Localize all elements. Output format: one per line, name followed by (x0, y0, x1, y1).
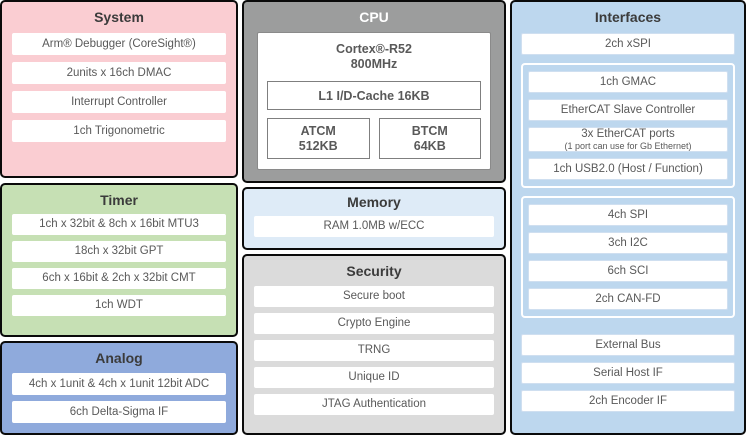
interfaces-block: Interfaces 2ch xSPI 1ch GMAC EtherCAT Sl… (510, 0, 746, 435)
memory-block-title: Memory (347, 194, 401, 210)
security-items: Secure boot Crypto Engine TRNG Unique ID… (244, 281, 504, 421)
system-block: System Arm® Debugger (CoreSight®) 2units… (0, 0, 238, 178)
interfaces-item-encoder-if: 2ch Encoder IF (521, 389, 735, 412)
memory-item-ram: RAM 1.0MB w/ECC (254, 216, 494, 237)
interfaces-items: 2ch xSPI 1ch GMAC EtherCAT Slave Control… (512, 27, 744, 418)
timer-item-cmt: 6ch x 16bit & 2ch x 32bit CMT (12, 268, 226, 289)
system-block-title: System (94, 9, 144, 25)
atcm-size: 512KB (298, 138, 338, 153)
analog-block: Analog 4ch x 1unit & 4ch x 1unit 12bit A… (0, 341, 238, 435)
interfaces-item-gmac: 1ch GMAC (528, 71, 728, 93)
cpu-core-name: Cortex®-R52 (336, 42, 412, 56)
timer-items: 1ch x 32bit & 8ch x 16bit MTU3 18ch x 32… (2, 210, 236, 322)
cpu-btcm-box: BTCM 64KB (378, 118, 481, 159)
cpu-core-frequency: 800MHz (350, 57, 398, 71)
security-block-title: Security (346, 263, 402, 279)
interfaces-item-external-bus: External Bus (521, 333, 735, 356)
cpu-l1-cache-box: L1 I/D-Cache 16KB (267, 81, 481, 110)
system-item-interrupt-controller: Interrupt Controller (12, 91, 226, 113)
interfaces-item-serial-host-if: Serial Host IF (521, 361, 735, 384)
ethercat-ports-note: (1 port can use for Gb Ethernet) (564, 140, 692, 151)
atcm-name: ATCM (300, 123, 336, 138)
system-item-dmac: 2units x 16ch DMAC (12, 62, 226, 84)
analog-item-adc: 4ch x 1unit & 4ch x 1unit 12bit ADC (12, 373, 226, 395)
interfaces-item-sci: 6ch SCI (528, 259, 728, 282)
security-item-secure-boot: Secure boot (254, 286, 494, 307)
interfaces-item-spi: 4ch SPI (528, 203, 728, 226)
interfaces-block-title: Interfaces (594, 9, 662, 25)
system-item-trigonometric: 1ch Trigonometric (12, 120, 226, 142)
btcm-name: BTCM (411, 123, 448, 138)
analog-block-title: Analog (95, 350, 143, 366)
system-items: Arm® Debugger (CoreSight®) 2units x 16ch… (2, 27, 236, 148)
interfaces-item-canfd: 2ch CAN-FD (528, 287, 728, 310)
security-block: Security Secure boot Crypto Engine TRNG … (242, 254, 506, 435)
interfaces-item-i2c: 3ch I2C (528, 231, 728, 254)
analog-item-delta-sigma: 6ch Delta-Sigma IF (12, 401, 226, 423)
system-item-debugger: Arm® Debugger (CoreSight®) (12, 33, 226, 55)
btcm-size: 64KB (413, 138, 446, 153)
interfaces-item-xspi: 2ch xSPI (521, 33, 735, 55)
analog-items: 4ch x 1unit & 4ch x 1unit 12bit ADC 6ch … (2, 368, 236, 429)
interfaces-item-ethercat-slave: EtherCAT Slave Controller (528, 99, 728, 121)
timer-item-mtu3: 1ch x 32bit & 8ch x 16bit MTU3 (12, 214, 226, 235)
ethercat-ports-label: 3x EtherCAT ports (581, 128, 675, 140)
network-interfaces-group: 1ch GMAC EtherCAT Slave Controller 3x Et… (521, 63, 735, 188)
memory-block: Memory RAM 1.0MB w/ECC (242, 187, 506, 250)
security-item-jtag-auth: JTAG Authentication (254, 394, 494, 415)
timer-block-title: Timer (100, 192, 138, 208)
timer-block: Timer 1ch x 32bit & 8ch x 16bit MTU3 18c… (0, 183, 238, 337)
cpu-block: CPU Cortex®-R52 800MHz L1 I/D-Cache 16KB… (242, 0, 506, 183)
timer-item-gpt: 18ch x 32bit GPT (12, 241, 226, 262)
cpu-core-panel: Cortex®-R52 800MHz L1 I/D-Cache 16KB ATC… (257, 32, 491, 170)
security-item-trng: TRNG (254, 340, 494, 361)
interfaces-item-usb: 1ch USB2.0 (Host / Function) (528, 157, 728, 180)
security-item-crypto-engine: Crypto Engine (254, 313, 494, 334)
cpu-atcm-box: ATCM 512KB (267, 118, 370, 159)
security-item-unique-id: Unique ID (254, 367, 494, 388)
interfaces-item-ethercat-ports: 3x EtherCAT ports (1 port can use for Gb… (528, 127, 728, 152)
cpu-tcm-row: ATCM 512KB BTCM 64KB (267, 118, 481, 159)
memory-items: RAM 1.0MB w/ECC (244, 212, 504, 243)
cpu-block-title: CPU (359, 9, 389, 25)
timer-item-wdt: 1ch WDT (12, 295, 226, 316)
serial-interfaces-group: 4ch SPI 3ch I2C 6ch SCI 2ch CAN-FD (521, 195, 735, 318)
